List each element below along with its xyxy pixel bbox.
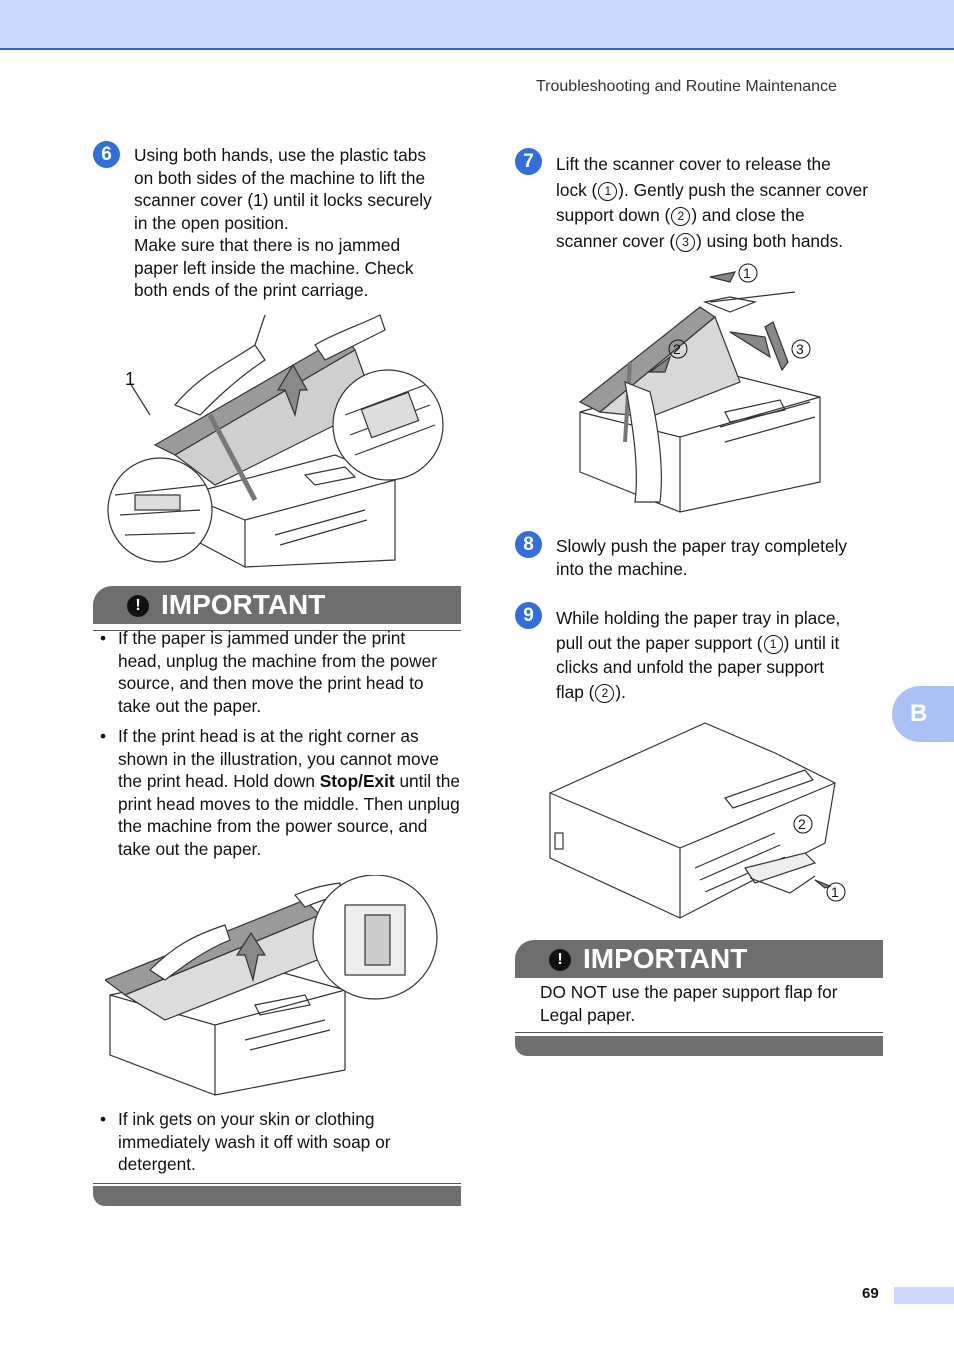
- warning-icon: !: [549, 949, 571, 971]
- important-footer-left: [93, 1186, 461, 1206]
- paper-support-illustration: 2 1: [549, 722, 846, 919]
- scanner-cover-lift-illustration: 1: [107, 314, 444, 568]
- step-8-number: 8: [515, 531, 542, 558]
- top-header-bar: [0, 0, 954, 50]
- fig-label-3: 3: [796, 341, 804, 357]
- print-head-illustration: [105, 875, 438, 1096]
- running-header: Troubleshooting and Routine Maintenance: [536, 78, 837, 95]
- step-9-number: 9: [515, 602, 542, 629]
- step-7-number: 7: [515, 148, 542, 175]
- scanner-cover-close-illustration: 1 2 3: [578, 263, 821, 513]
- step-7-text: Lift the scanner cover to release the lo…: [556, 154, 869, 252]
- fig-label-1: 1: [743, 265, 751, 281]
- important-right-bottom-rule: [515, 1032, 883, 1033]
- step-9-text: While holding the paper tray in place, p…: [556, 608, 841, 703]
- step-6-text: Using both hands, use the plastic tabs o…: [134, 145, 432, 300]
- fig-label-2b: 2: [798, 816, 806, 832]
- step-6-number: 6: [93, 141, 120, 168]
- important-top-rule: [93, 630, 461, 631]
- important-bottom-rule: [93, 1183, 461, 1184]
- important-footer-right: [515, 1036, 883, 1056]
- important-header-left: !IMPORTANT: [93, 586, 461, 624]
- important-right-text: DO NOT use the paper support flap for Le…: [540, 982, 838, 1025]
- step-8-text: Slowly push the paper tray completely in…: [556, 536, 848, 579]
- important-header-right: !IMPORTANT: [515, 940, 883, 978]
- fig-label-2: 2: [673, 341, 681, 357]
- chapter-side-tab: B: [892, 686, 954, 742]
- fig-label-1b: 1: [831, 884, 839, 900]
- figure-callout-1: 1: [125, 369, 135, 389]
- warning-icon: !: [127, 595, 149, 617]
- page-number: 69: [862, 1285, 879, 1302]
- page-number-bar: [894, 1287, 954, 1304]
- important-bullet-2: • If the print head is at the right corn…: [100, 726, 460, 859]
- important-bullet-1: • If the paper is jammed under the print…: [100, 628, 437, 716]
- important-bullet-3: • If ink gets on your skin or clothing i…: [100, 1109, 391, 1174]
